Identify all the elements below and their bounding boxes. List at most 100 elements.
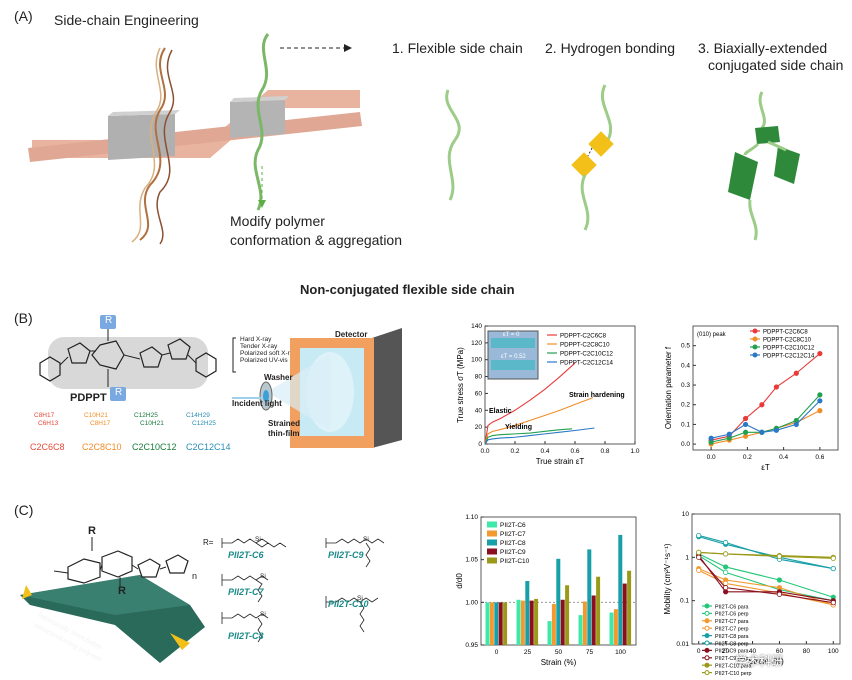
legend-marker xyxy=(704,625,710,631)
inset-label-2: εT = 0.52 xyxy=(501,354,526,360)
sidechain-name-1: C2C6C8 xyxy=(30,442,65,452)
legend-label: PII2T-C10 perp xyxy=(715,671,752,677)
sidechain-formula-top-2: C10H21 xyxy=(84,412,108,419)
chain-label-c8: PII2T-C8 xyxy=(228,631,264,641)
peak-annotation: (010) peak xyxy=(697,332,727,338)
bar xyxy=(503,602,508,645)
legend-label: PDPPT-C2C8C10 xyxy=(763,337,812,343)
legend-label: PII2T-C8 perp xyxy=(715,641,749,647)
conj-block-3 xyxy=(774,146,800,184)
legend-label: PDPPT-C2C6C8 xyxy=(763,329,808,335)
y-tick-label: 120 xyxy=(471,340,482,347)
bar xyxy=(516,599,521,645)
legend-marker xyxy=(704,618,710,624)
plot-frame xyxy=(692,325,839,451)
series-line xyxy=(698,553,834,598)
series-line xyxy=(698,534,834,570)
data-point xyxy=(830,565,836,572)
legend-label: PII2T-C10 para xyxy=(715,664,752,670)
data-point xyxy=(759,402,765,408)
x-tick-label: 80 xyxy=(803,648,811,655)
x-axis-label: Strain (%) xyxy=(541,658,577,667)
x-axis-label: True strain εT xyxy=(536,457,585,466)
y-tick-label: 80 xyxy=(475,374,483,381)
x-tick-label: 0.4 xyxy=(540,448,549,455)
legend-marker xyxy=(704,640,710,646)
x-tick-label: 100 xyxy=(615,649,626,656)
panel-a-title: Side-chain Engineering xyxy=(54,12,199,28)
x-tick-label: 40 xyxy=(749,648,757,655)
series-line xyxy=(484,397,594,445)
bar xyxy=(547,621,552,645)
legend-label: PDPPT-C2C10C12 xyxy=(560,350,614,357)
chain-label-c7: PII2T-C7 xyxy=(228,587,264,597)
legend-swatch xyxy=(487,539,497,546)
y-tick-label: 1.00 xyxy=(465,599,478,606)
x-axis-label: Strain (%) xyxy=(748,657,784,666)
section-title: Non-conjugated flexible side chain xyxy=(300,282,515,297)
bar xyxy=(520,600,525,645)
panel-a-illustration xyxy=(28,33,800,245)
bar xyxy=(578,615,583,645)
bar xyxy=(525,581,530,645)
y-tick-label: 0 xyxy=(478,441,482,448)
incident-light-label: Incident light xyxy=(232,399,282,408)
x-tick-label: 0.2 xyxy=(510,448,519,455)
green-side-chain xyxy=(253,33,270,211)
x-tick-label: 20 xyxy=(722,648,730,655)
y-tick-label: 1.05 xyxy=(465,557,478,564)
sidechain-formula-top-1: C8H17 xyxy=(34,412,55,419)
y-tick-label: 0.4 xyxy=(681,362,690,369)
y-tick-label: 1 xyxy=(685,554,689,561)
x-tick-label: 0.8 xyxy=(600,448,609,455)
y-tick-label: 100 xyxy=(471,357,482,364)
bar xyxy=(591,595,596,645)
panel-c-letter: (C) xyxy=(14,502,34,518)
technique-4: Polarized UV-vis xyxy=(240,357,288,364)
conj-block-2 xyxy=(728,152,758,200)
r-equals: R= xyxy=(203,538,214,547)
plot-frame xyxy=(691,513,841,645)
y-axis-label: d/d0 xyxy=(455,573,464,589)
bar xyxy=(609,612,614,645)
bar xyxy=(587,549,592,645)
data-point xyxy=(817,350,823,357)
y-tick-label: 10 xyxy=(682,511,690,518)
data-point xyxy=(723,551,729,557)
y-tick-label: 60 xyxy=(475,390,483,397)
legend-label: PII2T-C7 xyxy=(500,531,526,538)
bar xyxy=(485,602,490,645)
x-tick-label: 0 xyxy=(495,649,499,656)
legend-marker xyxy=(752,336,758,342)
series-line xyxy=(484,362,576,445)
y-tick-label: 0.1 xyxy=(681,421,690,428)
data-point xyxy=(759,429,765,435)
bar xyxy=(618,534,623,645)
data-point xyxy=(723,564,729,570)
r-label-top-c: R xyxy=(88,525,96,537)
y-tick-label: 40 xyxy=(475,407,483,414)
pdppt-label: PDPPT xyxy=(70,392,107,404)
legend-marker xyxy=(704,662,710,668)
legend-marker xyxy=(704,633,710,639)
series-line xyxy=(698,556,834,604)
sidechain-formula-top-3: C12H25 xyxy=(134,412,158,419)
bar xyxy=(560,599,565,645)
bar xyxy=(613,609,618,645)
legend-label: PII2T-C9 xyxy=(500,549,526,556)
data-point xyxy=(817,398,823,404)
x-tick-label: 75 xyxy=(586,649,594,656)
sidechain-name-3: C2C10C12 xyxy=(132,442,177,452)
y-tick-label: 140 xyxy=(471,323,482,330)
si-atom-4: Si xyxy=(363,536,369,543)
data-point xyxy=(696,567,702,573)
y-tick-label: 1.10 xyxy=(465,514,478,521)
data-point xyxy=(793,370,799,376)
series-line xyxy=(698,551,834,559)
y-tick-label: 0.01 xyxy=(676,641,689,648)
technique-3: Polarized soft X-ray xyxy=(240,350,297,357)
y-axis-label: Orientation parameter f xyxy=(665,346,673,429)
data-point xyxy=(723,539,729,546)
